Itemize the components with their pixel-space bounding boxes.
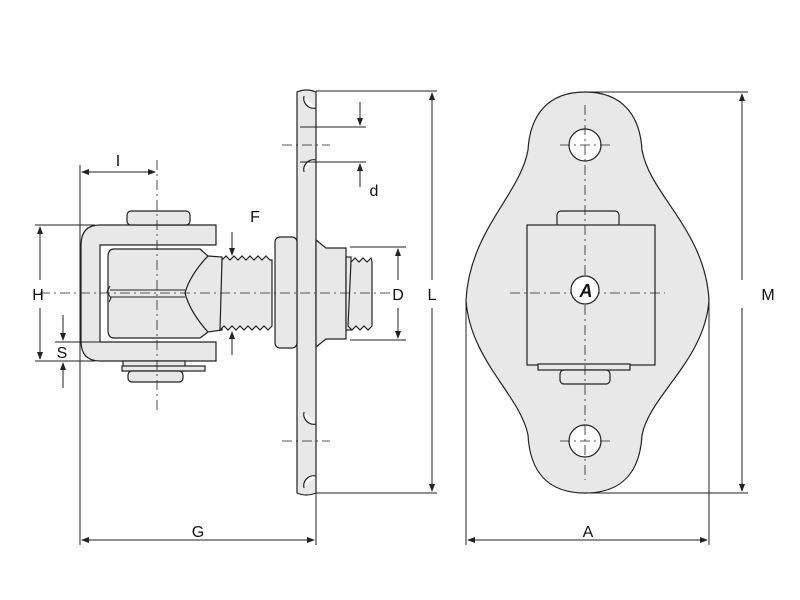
label-F: F [250,209,260,226]
svg-text:A: A [579,281,593,301]
label-G: G [192,524,204,541]
label-A: A [583,524,594,541]
front-view: A [465,91,710,494]
label-I: I [116,153,120,170]
side-view [40,89,390,496]
label-D: D [392,287,404,304]
label-M: M [761,287,774,304]
rear-thread [347,256,373,331]
label-S: S [57,345,68,362]
label-d: d [370,183,379,200]
dimension-labels: I F d H S D L G A M [32,153,774,541]
weld-plate-side [296,89,317,496]
washer [121,365,206,372]
u-bracket [80,224,217,362]
weld-boss [315,238,347,349]
pin-top-cap [126,210,191,226]
pin-bottom-cap [127,370,184,383]
label-L: L [428,287,437,304]
label-H: H [32,287,44,304]
brand-logo: A [570,275,600,305]
nut-flange [274,236,298,349]
dimension-lines [35,90,748,545]
